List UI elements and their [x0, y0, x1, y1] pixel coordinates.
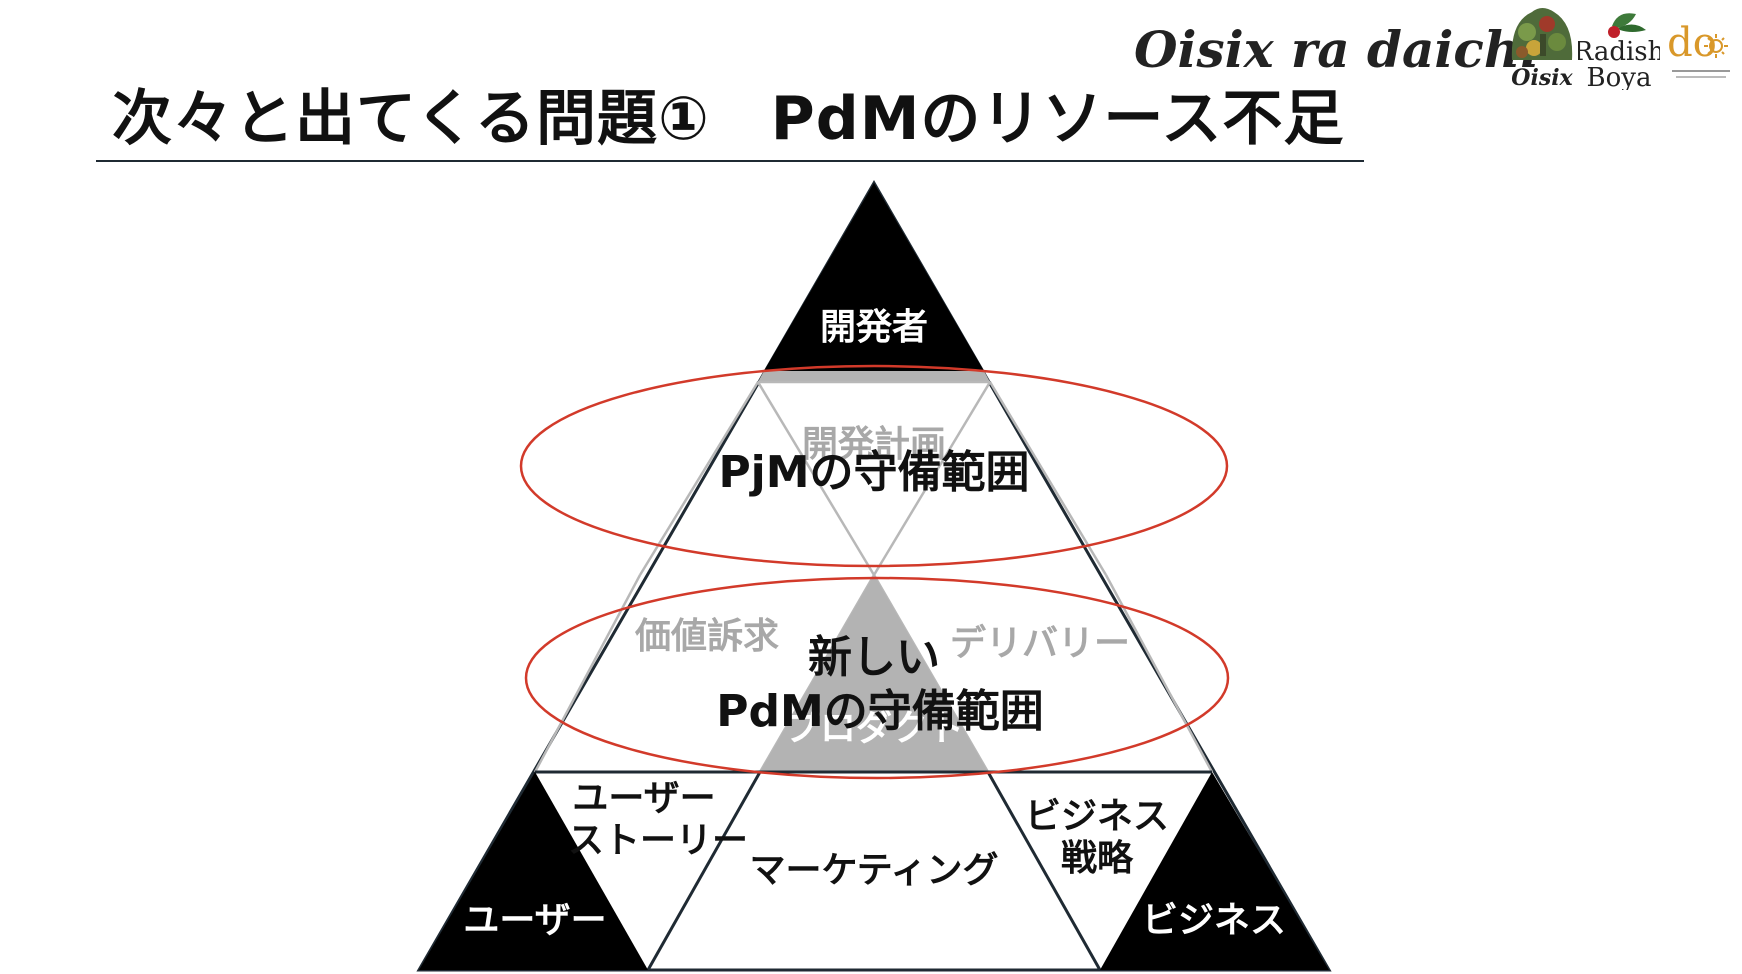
daichi-logo-text: do — [1667, 20, 1717, 66]
label-business: ビジネス — [1142, 900, 1286, 941]
radish-leaf-icon — [1608, 13, 1646, 38]
sun-icon — [1704, 34, 1728, 58]
title-underline — [96, 160, 1364, 162]
oisix-logo-text: Oisix — [1511, 65, 1573, 91]
slide-title: 次々と出てくる問題① PdMのリソース不足 — [112, 84, 1345, 154]
label-pjm-scope: PjMの守備範囲 — [718, 447, 1029, 498]
label-marketing: マーケティング — [749, 850, 998, 891]
label-developer: 開発者 — [820, 307, 928, 348]
corner-developer-triangle — [764, 183, 984, 371]
daichi-logo-caption-mark-2 — [1676, 76, 1726, 78]
label-user: ユーザー — [463, 900, 606, 941]
label-plan: 開発計画 — [802, 424, 946, 465]
bottom-dark-lines — [646, 771, 1102, 971]
radish-boya-logo-bottom: Boya — [1587, 63, 1652, 90]
vegetable-basket-icon — [1511, 8, 1573, 60]
pdm-scope-ellipse — [524, 576, 1230, 780]
radish-boya-logo: Radish Boya — [1578, 13, 1660, 90]
label-value-appeal: 価値訴求 — [634, 616, 779, 657]
brand-wordmark: Oisix ra daichi — [1134, 20, 1540, 79]
label-new-pdm-line1: 新しい — [808, 632, 940, 683]
label-product: プロダクト — [784, 708, 964, 749]
daichi-logo: do — [1667, 20, 1730, 78]
label-new-pdm-line2: PdMの守備範囲 — [716, 686, 1044, 737]
label-user-story-line2: ストーリー — [568, 820, 748, 861]
daichi-logo-caption-mark — [1672, 70, 1730, 72]
label-business-strategy-line2: 戦略 — [1061, 838, 1134, 879]
upper-grey-lines — [638, 380, 1108, 576]
radish-boya-logo-top: Radish — [1578, 37, 1660, 67]
outer-triangle — [416, 180, 1332, 972]
label-user-story-line1: ユーザー — [572, 778, 715, 819]
corner-business-triangle — [1100, 772, 1329, 970]
corner-user-triangle — [419, 772, 648, 970]
label-delivery: デリバリー — [950, 622, 1130, 664]
oisix-logo: Oisix — [1511, 8, 1574, 91]
center-product-triangle — [760, 575, 988, 772]
developer-grey-band — [758, 371, 990, 382]
pjm-scope-ellipse — [519, 364, 1229, 568]
label-business-strategy-line1: ビジネス — [1025, 796, 1169, 837]
